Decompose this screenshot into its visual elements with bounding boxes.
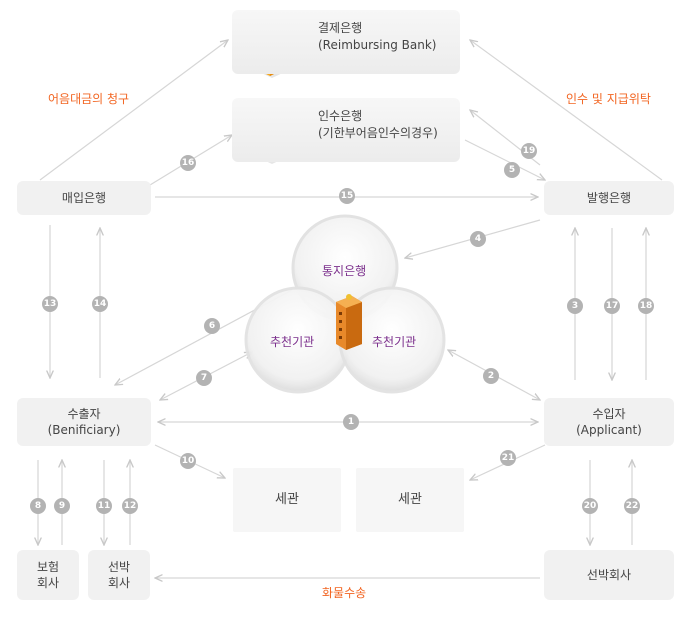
shipping-right-label: 선박회사	[586, 568, 632, 582]
accepting-bank-sub: (기한부어음인수의경우)	[318, 126, 438, 140]
step-badge-7: 7	[196, 370, 212, 386]
issuing-bank-box: 발행은행	[544, 181, 674, 215]
exporter-sub: (Benificiary)	[47, 423, 121, 437]
step-badge-21: 21	[500, 450, 516, 466]
step-badge-1: 1	[343, 414, 359, 430]
advising-circles	[244, 214, 446, 394]
step-badge-20: 20	[582, 498, 598, 514]
customs-label-2: 세관	[398, 492, 422, 507]
recommend-right-label: 추천기관	[372, 335, 417, 349]
arrow-issuing-to-reimbursing	[470, 40, 663, 181]
step-badge-16: 16	[180, 155, 196, 171]
accepting-bank-label: 인수은행 (기한부어음인수의경우)	[318, 108, 438, 142]
customs-box-2: 세관	[356, 468, 464, 532]
customs-box-1: 세관	[233, 468, 341, 532]
step-badge-5: 5	[504, 162, 520, 178]
negotiating-bank-label: 매입은행	[61, 191, 107, 205]
building-icon	[336, 294, 362, 350]
shipping-left-box: 선박 회사	[88, 550, 150, 600]
step-badge-9: 9	[54, 498, 70, 514]
note-cargo: 화물수송	[322, 586, 367, 600]
step-badge-6: 6	[204, 318, 220, 334]
insurance-line1: 보험	[36, 560, 60, 574]
reimbursing-bank-label: 결제은행 (Reimbursing Bank)	[318, 20, 437, 54]
shipping-left-line1: 선박	[107, 560, 131, 574]
step-badge-15: 15	[339, 188, 355, 204]
issuing-bank-label: 발행은행	[586, 191, 632, 205]
step-badge-10: 10	[180, 453, 196, 469]
step-badge-22: 22	[624, 498, 640, 514]
step-badge-13: 13	[42, 296, 58, 312]
step-badge-19: 19	[521, 143, 537, 159]
negotiating-bank-box: 매입은행	[17, 181, 151, 215]
arrow-negotiating-to-reimbursing	[39, 40, 228, 181]
step-badge-17: 17	[604, 298, 620, 314]
importer-box: 수입자 (Applicant)	[544, 398, 674, 446]
accepting-bank-card	[232, 98, 460, 162]
step-badge-8: 8	[30, 498, 46, 514]
advising-bank-label: 통지은행	[322, 264, 367, 278]
note-bill-claim: 어음대금의 청구	[48, 92, 130, 106]
step-badge-18: 18	[638, 298, 654, 314]
step-badge-11: 11	[96, 498, 112, 514]
note-accept-pay: 인수 및 지급위탁	[566, 92, 651, 106]
shipping-left-line2: 회사	[107, 576, 131, 590]
insurance-box: 보험 회사	[17, 550, 79, 600]
exporter-name: 수출자	[67, 407, 101, 421]
step-badge-12: 12	[122, 498, 138, 514]
exporter-box: 수출자 (Benificiary)	[17, 398, 151, 446]
step-badge-14: 14	[92, 296, 108, 312]
reimbursing-bank-name: 결제은행	[318, 21, 363, 35]
step-badge-2: 2	[483, 368, 499, 384]
step-badge-4: 4	[470, 231, 486, 247]
importer-name: 수입자	[592, 407, 626, 421]
arrow-5	[464, 139, 545, 180]
reimbursing-bank-card	[232, 10, 460, 74]
recommend-left-label: 추천기관	[270, 335, 315, 349]
customs-label-1: 세관	[275, 492, 299, 507]
importer-sub: (Applicant)	[576, 423, 642, 437]
shipping-right-box: 선박회사	[544, 550, 674, 600]
reimbursing-bank-sub: (Reimbursing Bank)	[318, 38, 437, 52]
step-badge-3: 3	[567, 298, 583, 314]
accepting-bank-name: 인수은행	[318, 109, 363, 123]
insurance-line2: 회사	[36, 576, 60, 590]
